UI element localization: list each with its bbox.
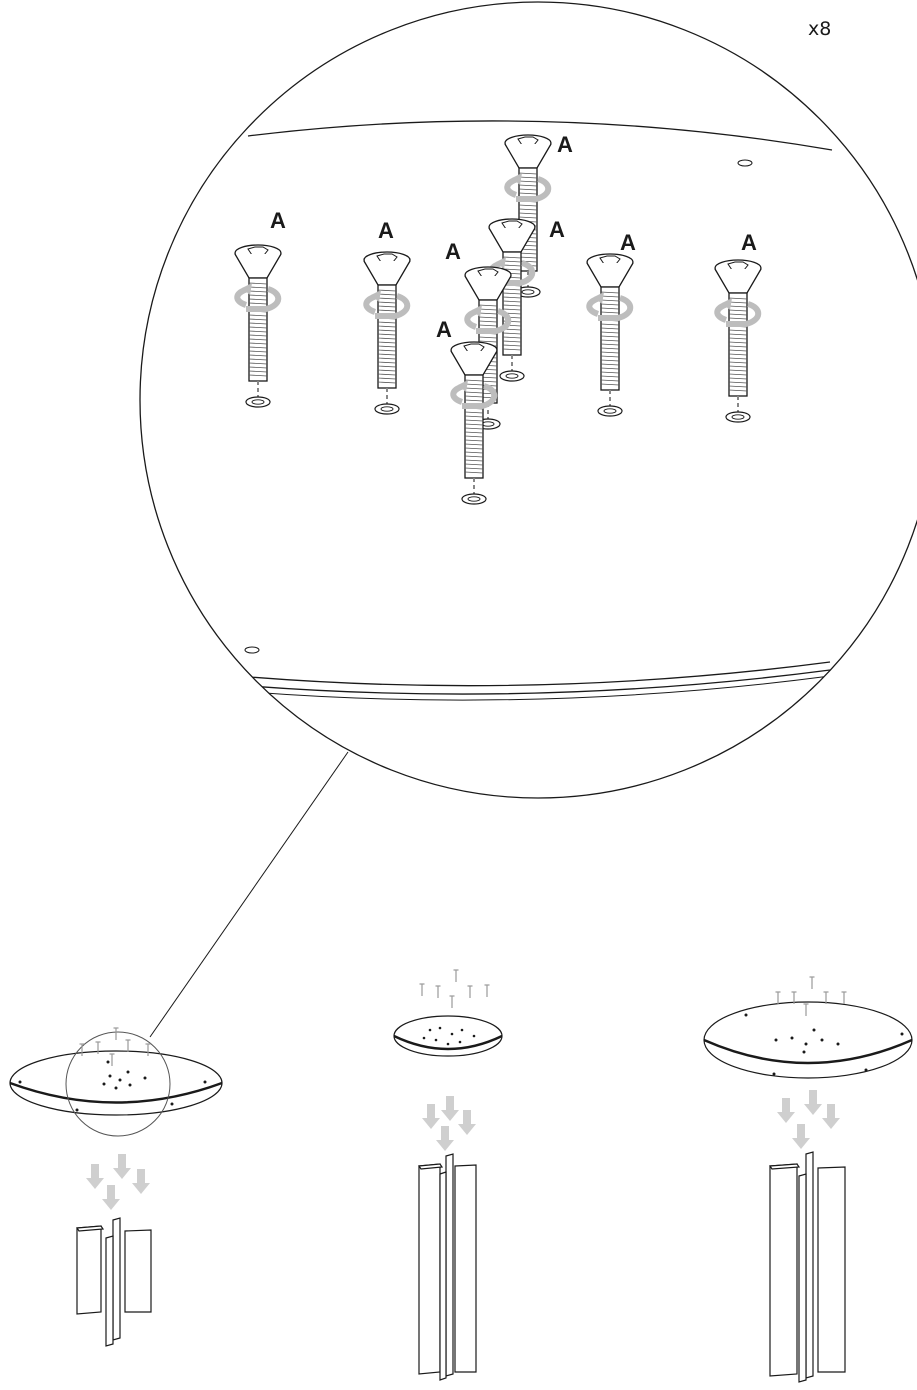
screw-label: A xyxy=(620,230,636,255)
screw-label: A xyxy=(270,208,286,233)
screw-label: A xyxy=(378,218,394,243)
detail-magnifier xyxy=(139,1,917,799)
leader-line xyxy=(149,751,349,1038)
screw-label: A xyxy=(436,317,452,342)
screw-label: A xyxy=(445,239,461,264)
table-variant-left xyxy=(9,1027,223,1347)
table-variant-right xyxy=(703,976,913,1383)
screw-label: A xyxy=(741,230,757,255)
quantity-label: x8 xyxy=(808,18,832,40)
screw-label: A xyxy=(549,217,565,242)
table-variant-center xyxy=(393,969,503,1381)
screw-label: A xyxy=(557,132,573,157)
